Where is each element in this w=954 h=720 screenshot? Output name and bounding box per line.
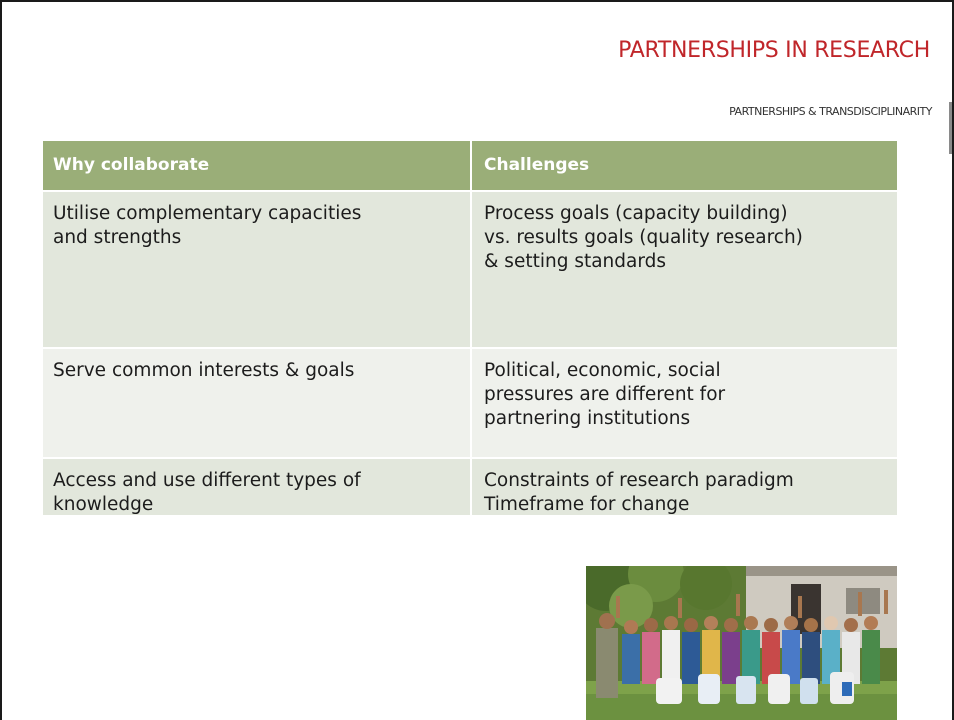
slide-subtitle: PARTNERSHIPS & TRANSDISCIPLINARITY	[729, 105, 932, 118]
table-row: Serve common interests & goals Political…	[43, 347, 897, 457]
cell-line: & setting standards	[484, 251, 667, 272]
cell-line: partnering institutions	[484, 408, 691, 429]
comparison-table: Why collaborate Challenges Utilise compl…	[43, 141, 897, 515]
header-why-collaborate: Why collaborate	[43, 141, 472, 190]
cell-line: and strengths	[53, 227, 182, 248]
table-header-row: Why collaborate Challenges	[43, 141, 897, 190]
cell-line: Timeframe for change	[484, 494, 690, 515]
cell-line: vs. results goals (quality research)	[484, 227, 803, 248]
slide-title: PARTNERSHIPS IN RESEARCH	[618, 38, 930, 63]
group-photo	[586, 566, 897, 720]
why-cell: Serve common interests & goals	[43, 347, 472, 457]
why-cell: Access and use different types of knowle…	[43, 457, 472, 515]
table-row: Access and use different types of knowle…	[43, 457, 897, 515]
cell-line: Constraints of research paradigm	[484, 470, 794, 491]
cell-line: Process goals (capacity building)	[484, 203, 788, 224]
cell-line: pressures are different for	[484, 384, 726, 405]
cell-line: Political, economic, social	[484, 360, 721, 381]
challenge-cell: Political, economic, social pressures ar…	[472, 347, 897, 457]
cell-line: Serve common interests & goals	[53, 360, 355, 381]
table-row: Utilise complementary capacities and str…	[43, 190, 897, 347]
right-edge-accent	[949, 102, 952, 154]
header-challenges: Challenges	[472, 141, 897, 190]
cell-line: Access and use different types of	[53, 470, 361, 491]
cell-line: Utilise complementary capacities	[53, 203, 362, 224]
group-photo-illustration	[586, 566, 897, 720]
cell-line: knowledge	[53, 494, 154, 515]
challenge-cell: Constraints of research paradigm Timefra…	[472, 457, 897, 515]
why-cell: Utilise complementary capacities and str…	[43, 190, 472, 347]
challenge-cell: Process goals (capacity building) vs. re…	[472, 190, 897, 347]
